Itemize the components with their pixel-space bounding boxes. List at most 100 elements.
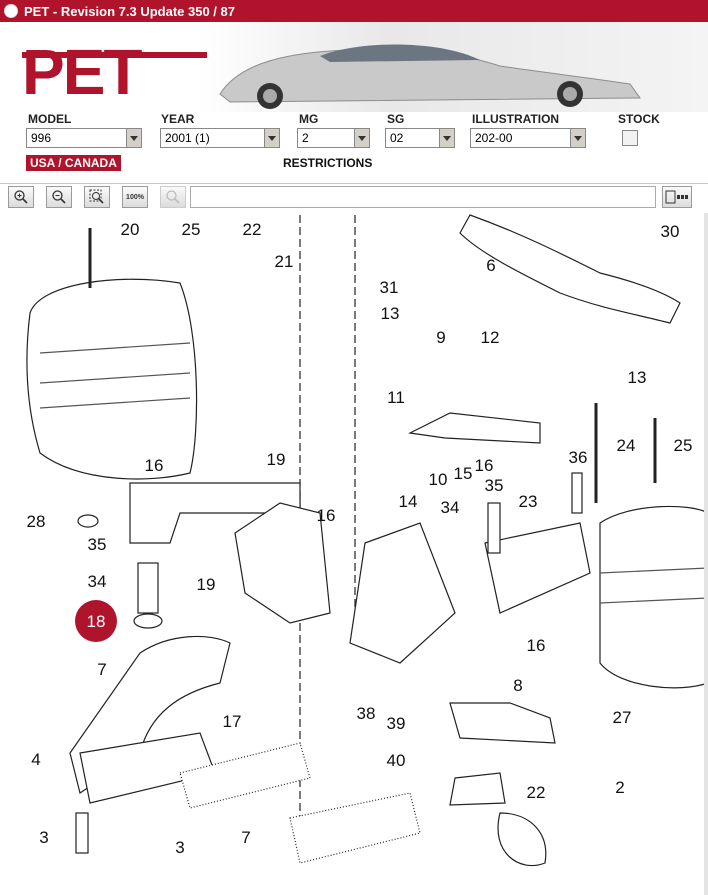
callout-16[interactable]: 16: [317, 506, 336, 525]
callout-39[interactable]: 39: [387, 714, 406, 733]
callout-24[interactable]: 24: [617, 436, 636, 455]
callout-18[interactable]: 18: [87, 612, 106, 631]
callout-35[interactable]: 35: [485, 476, 504, 495]
callout-16[interactable]: 16: [145, 456, 164, 475]
part-search-input[interactable]: [190, 186, 656, 208]
sg-dropdown[interactable]: 02: [385, 128, 455, 148]
callout-17[interactable]: 17: [223, 712, 242, 731]
callout-21[interactable]: 21: [275, 252, 294, 271]
callout-9[interactable]: 9: [436, 328, 445, 347]
restrictions-link[interactable]: RESTRICTIONS: [283, 156, 373, 170]
callout-34[interactable]: 34: [441, 498, 460, 517]
zoom-window-icon: [89, 189, 104, 204]
viewer-toolbar: 100%: [0, 183, 708, 210]
callout-28[interactable]: 28: [27, 512, 46, 531]
model-dropdown[interactable]: 996: [26, 128, 142, 148]
pet-logo: PET: [22, 36, 142, 108]
callout-19[interactable]: 19: [197, 575, 216, 594]
callout-11[interactable]: 11: [387, 388, 405, 407]
region-badge[interactable]: USA / CANADA: [26, 155, 121, 171]
callout-19[interactable]: 19: [267, 450, 286, 469]
callout-14[interactable]: 14: [399, 492, 418, 511]
callout-4[interactable]: 4: [31, 750, 40, 769]
chevron-down-icon[interactable]: [570, 129, 585, 147]
selector-bar: MODEL 996 YEAR 2001 (1) MG 2 SG 02 ILLUS…: [0, 112, 708, 152]
callout-3[interactable]: 3: [175, 838, 184, 857]
callout-7[interactable]: 7: [241, 828, 250, 847]
model-label: MODEL: [28, 112, 72, 126]
sg-label: SG: [387, 112, 405, 126]
callout-25[interactable]: 25: [182, 220, 201, 239]
center-bracket: [349, 522, 456, 664]
callout-40[interactable]: 40: [387, 751, 406, 770]
banner: PET: [0, 22, 708, 112]
callout-38[interactable]: 38: [357, 704, 376, 723]
app-icon: [4, 4, 18, 18]
viewer-scrollbar[interactable]: [704, 213, 708, 895]
search-icon: [166, 190, 180, 204]
model-value: 996: [31, 131, 52, 145]
year-label: YEAR: [161, 112, 195, 126]
callout-6[interactable]: 6: [486, 256, 495, 275]
callout-31[interactable]: 31: [380, 278, 399, 297]
illustration-label: ILLUSTRATION: [472, 112, 560, 126]
callout-3[interactable]: 3: [39, 828, 48, 847]
left-bracket: [129, 482, 301, 544]
window-titlebar: PET - Revision 7.3 Update 350 / 87: [0, 0, 708, 22]
zoom-in-icon: [14, 190, 28, 204]
search-button[interactable]: [160, 186, 186, 208]
callout-20[interactable]: 20: [121, 220, 140, 239]
stock-checkbox[interactable]: [622, 130, 638, 146]
callout-25[interactable]: 25: [674, 436, 693, 455]
zoom-in-button[interactable]: [8, 186, 34, 208]
chevron-down-icon[interactable]: [126, 129, 141, 147]
year-dropdown[interactable]: 2001 (1): [160, 128, 280, 148]
logo-accent: [22, 52, 207, 58]
chevron-down-icon[interactable]: [264, 129, 279, 147]
zoom-100-button[interactable]: 100%: [122, 186, 148, 208]
mg-value: 2: [302, 131, 309, 145]
zoom-window-button[interactable]: [84, 186, 110, 208]
window-title: PET - Revision 7.3 Update 350 / 87: [24, 3, 235, 19]
callout-36[interactable]: 36: [569, 448, 588, 467]
callout-10[interactable]: 10: [429, 470, 448, 489]
sg-value: 02: [390, 131, 404, 145]
right-muffler: [599, 505, 708, 689]
car-image: [219, 44, 641, 109]
mg-dropdown[interactable]: 2: [297, 128, 370, 148]
callout-22[interactable]: 22: [243, 220, 262, 239]
callout-16[interactable]: 16: [475, 456, 494, 475]
callout-16[interactable]: 16: [527, 636, 546, 655]
callout-8[interactable]: 8: [513, 676, 522, 695]
left-muffler: [26, 278, 198, 480]
callout-34[interactable]: 34: [88, 572, 107, 591]
callout-7[interactable]: 7: [97, 660, 106, 679]
zoom-out-icon: [52, 190, 66, 204]
view-layout-button[interactable]: [662, 186, 692, 208]
callout-22[interactable]: 22: [527, 783, 546, 802]
mg-label: MG: [299, 112, 319, 126]
right-pipe: [459, 214, 681, 324]
heat-shield-18: [234, 502, 331, 624]
chevron-down-icon[interactable]: [354, 129, 369, 147]
callout-23[interactable]: 23: [519, 492, 538, 511]
callout-30[interactable]: 30: [661, 222, 680, 241]
callout-15[interactable]: 15: [454, 464, 473, 483]
callout-13[interactable]: 13: [628, 368, 647, 387]
stock-label: STOCK: [618, 112, 660, 126]
chevron-down-icon[interactable]: [439, 129, 454, 147]
callout-13[interactable]: 13: [381, 304, 400, 323]
zoom-100-label: 100%: [126, 193, 144, 201]
callout-18-highlight[interactable]: [75, 600, 117, 642]
region-bar: USA / CANADA RESTRICTIONS: [0, 152, 708, 174]
callout-12[interactable]: 12: [481, 328, 500, 347]
callout-2[interactable]: 2: [615, 778, 624, 797]
callout-35[interactable]: 35: [88, 535, 107, 554]
illustration-dropdown[interactable]: 202-00: [470, 128, 586, 148]
illustration-value: 202-00: [475, 131, 513, 145]
callout-27[interactable]: 27: [613, 708, 632, 727]
zoom-out-button[interactable]: [46, 186, 72, 208]
year-value: 2001 (1): [165, 131, 210, 145]
